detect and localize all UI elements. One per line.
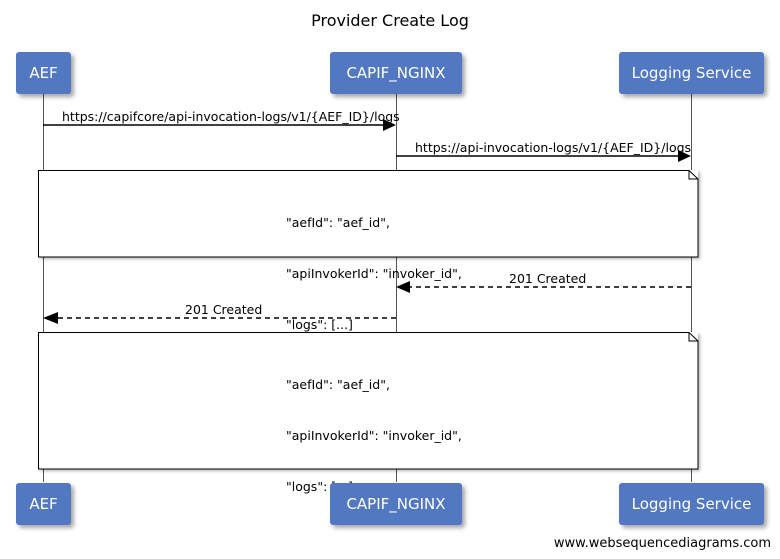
note-text-2: "aefId": "aef_id", "apiInvokerId": "invo… [286, 342, 462, 529]
lifeline-logging-service [691, 94, 692, 482]
note-box-2: "aefId": "aef_id", "apiInvokerId": "invo… [38, 332, 699, 494]
message-label-m2: https://api-invocation-logs/v1/{AEF_ID}/… [415, 140, 692, 155]
note-1-line-2: "apiInvokerId": "invoker_id", [286, 266, 462, 281]
arrow-m4-head [43, 312, 58, 324]
participant-aef-bottom: AEF [16, 483, 71, 525]
participant-logging-service-top: Logging Service [619, 52, 764, 94]
participant-aef-top: AEF [16, 52, 71, 94]
diagram-title: Provider Create Log [311, 11, 469, 30]
note-2-line-1: "aefId": "aef_id", [286, 377, 390, 392]
note-2-line-2: "apiInvokerId": "invoker_id", [286, 428, 462, 443]
lifeline-aef [43, 94, 44, 482]
note-1-line-1: "aefId": "aef_id", [286, 215, 390, 230]
note-frame-2 [38, 332, 699, 470]
message-label-m4: 201 Created [185, 302, 263, 317]
participant-capif-nginx-bottom: CAPIF_NGINX [330, 483, 462, 525]
message-label-m3: 201 Created [509, 271, 587, 286]
participant-capif-nginx-top: CAPIF_NGINX [330, 52, 462, 94]
note-1-line-3: "logs": [...] [286, 317, 353, 332]
note-box-1: "aefId": "aef_id", "apiInvokerId": "invo… [38, 170, 699, 332]
footer-watermark: www.websequencediagrams.com [553, 536, 771, 551]
message-label-m1: https://capifcore/api-invocation-logs/v1… [62, 109, 400, 124]
note-frame-1 [38, 170, 699, 258]
note-text-1: "aefId": "aef_id", "apiInvokerId": "invo… [286, 180, 462, 367]
participant-logging-service-bottom: Logging Service [619, 483, 764, 525]
